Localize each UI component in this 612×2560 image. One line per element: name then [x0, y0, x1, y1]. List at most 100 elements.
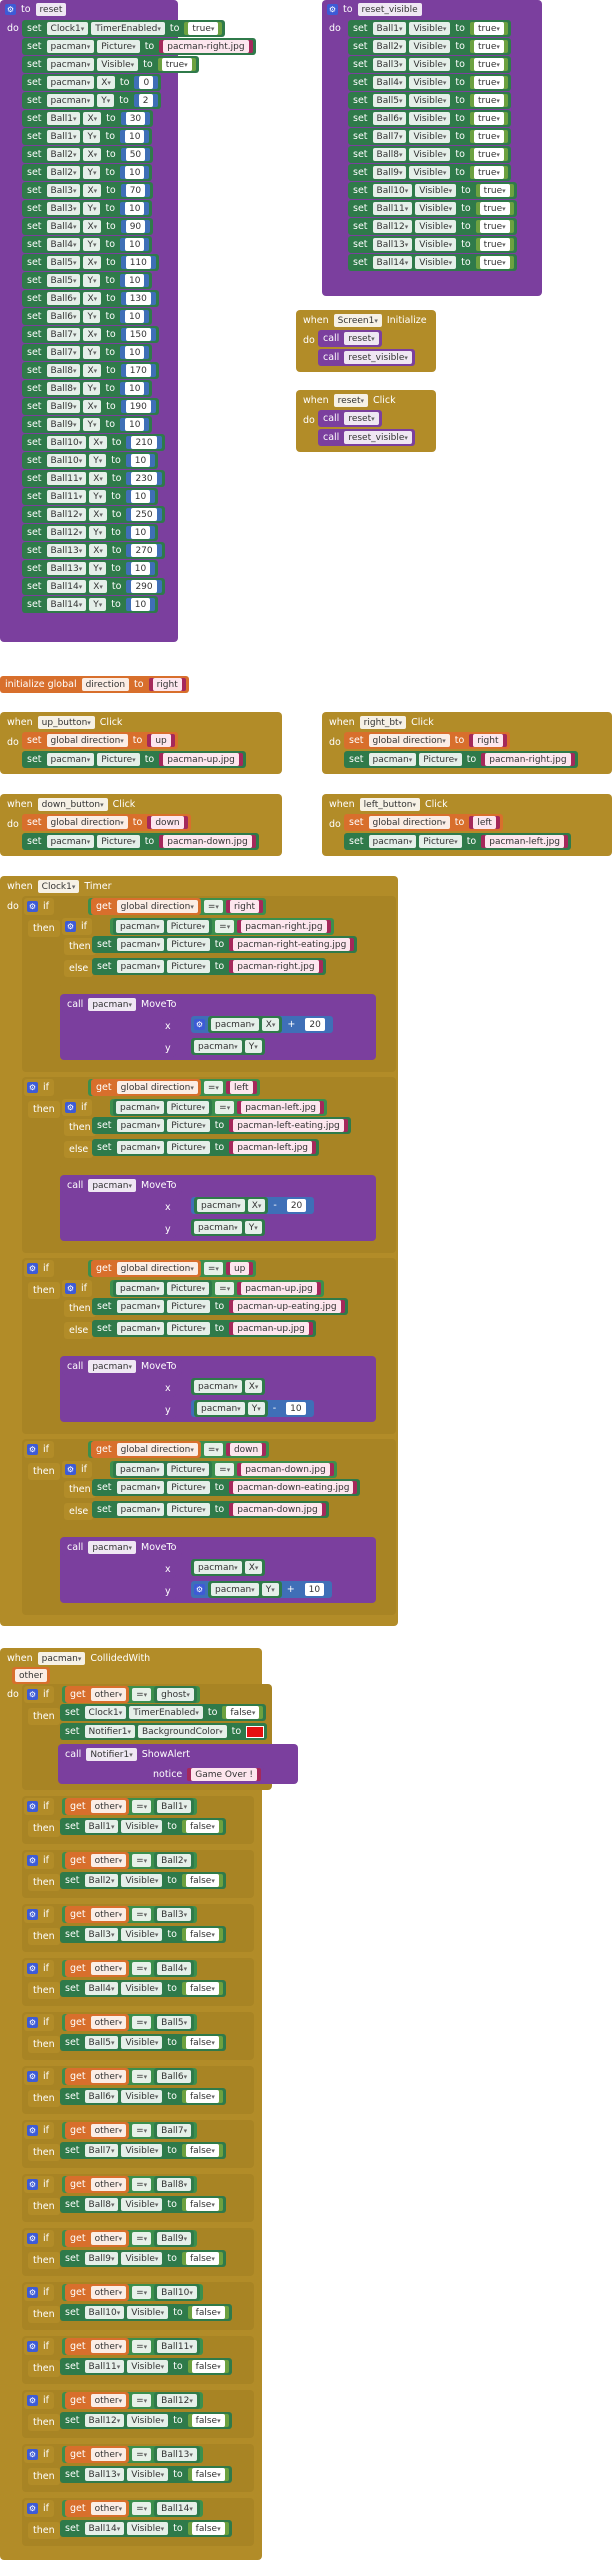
- component-selector[interactable]: Ball2: [157, 1854, 192, 1867]
- property-selector[interactable]: Picture: [419, 753, 462, 766]
- component-selector[interactable]: Ball14: [84, 2522, 125, 2535]
- then-label[interactable]: then: [28, 2468, 60, 2485]
- call-showalert-header[interactable]: callNotifier1ShowAlert: [60, 1746, 195, 1763]
- gear-icon[interactable]: ⚙: [5, 4, 16, 15]
- string-value[interactable]: pacman-right.jpg: [485, 753, 571, 766]
- boolean-block[interactable]: false: [181, 1928, 223, 1941]
- string-value[interactable]: down: [229, 1443, 263, 1456]
- then-label[interactable]: then: [28, 2522, 60, 2539]
- property-selector[interactable]: Picture: [419, 835, 462, 848]
- set-block[interactable]: setpacmanPicturetopacman-right.jpg: [344, 751, 578, 768]
- property-selector[interactable]: Y: [89, 598, 107, 611]
- number-block[interactable]: 10: [120, 130, 150, 143]
- component-selector[interactable]: Ball2: [372, 40, 407, 53]
- number-value[interactable]: 10: [125, 346, 145, 359]
- component-selector[interactable]: Ball6: [372, 112, 407, 125]
- variable-selector[interactable]: other: [90, 2394, 127, 2407]
- component-selector[interactable]: Ball13: [372, 238, 413, 251]
- gear-icon[interactable]: ⚙: [27, 2287, 38, 2298]
- compare-operator[interactable]: =: [132, 2070, 152, 2083]
- boolean-value[interactable]: true: [473, 40, 504, 53]
- set-block[interactable]: setBall4Yto10: [22, 236, 153, 253]
- procedure-selector[interactable]: reset: [344, 332, 379, 345]
- component-selector[interactable]: pacman: [46, 76, 95, 89]
- if-label[interactable]: ⚙if: [24, 2446, 54, 2463]
- do-label[interactable]: do: [324, 20, 346, 37]
- if-label[interactable]: ⚙if: [24, 1960, 54, 1977]
- component-selector[interactable]: pacman: [116, 1322, 165, 1335]
- compare-operator[interactable]: =: [132, 1854, 152, 1867]
- component-selector[interactable]: pacman: [116, 1481, 165, 1494]
- gear-icon[interactable]: ⚙: [27, 2395, 38, 2406]
- set-block[interactable]: setBall10Visibletotrue: [348, 182, 517, 199]
- number-block[interactable]: 10: [125, 526, 156, 539]
- x-value[interactable]: pacmanX-20: [188, 1197, 317, 1214]
- boolean-block[interactable]: false: [187, 2468, 229, 2481]
- compare-operator[interactable]: =: [132, 2124, 152, 2137]
- number-block[interactable]: 10: [120, 166, 150, 179]
- call-moveto-header[interactable]: callpacmanMoveTo: [62, 1358, 182, 1375]
- boolean-block[interactable]: true: [469, 130, 508, 143]
- then-label[interactable]: then: [28, 1928, 60, 1945]
- string-block[interactable]: pacman-right.jpg: [481, 753, 575, 766]
- property-selector[interactable]: Picture: [166, 1101, 210, 1114]
- number-value[interactable]: 90: [125, 220, 146, 233]
- set-block[interactable]: setBall9Visibletofalse: [60, 2250, 226, 2267]
- x-socket[interactable]: x: [160, 1380, 176, 1397]
- boolean-block[interactable]: true: [469, 40, 508, 53]
- number-value[interactable]: 10: [130, 526, 151, 539]
- component-selector[interactable]: right_bt: [359, 716, 407, 729]
- set-block[interactable]: setBall1Yto10: [22, 128, 153, 145]
- property-selector[interactable]: Y: [89, 490, 107, 503]
- component-selector[interactable]: Clock1: [84, 1706, 127, 1719]
- if-label[interactable]: ⚙if: [24, 1441, 54, 1458]
- boolean-value[interactable]: true: [479, 220, 510, 233]
- component-block[interactable]: Ball9: [154, 2230, 195, 2247]
- boolean-value[interactable]: true: [473, 58, 504, 71]
- property-selector[interactable]: Picture: [167, 1300, 210, 1313]
- number-value[interactable]: 10: [130, 598, 151, 611]
- set-block[interactable]: setBall9Yto10: [22, 416, 153, 433]
- then-label[interactable]: then: [28, 920, 60, 937]
- property-selector[interactable]: Visible: [409, 22, 451, 35]
- set-block[interactable]: setBall5Yto10: [22, 272, 153, 289]
- variable-selector[interactable]: other: [90, 2340, 127, 2353]
- boolean-value[interactable]: false: [185, 2198, 219, 2211]
- compare-block[interactable]: pacmanPicture=pacman-right.jpg: [110, 918, 334, 935]
- variable-selector[interactable]: other: [90, 2286, 127, 2299]
- component-getter[interactable]: pacmanX: [191, 1378, 266, 1395]
- compare-operator[interactable]: =: [215, 920, 235, 933]
- number-block[interactable]: 10: [120, 382, 150, 395]
- component-selector[interactable]: pacman: [46, 835, 95, 848]
- compare-operator[interactable]: =: [215, 1101, 235, 1114]
- boolean-block[interactable]: false: [187, 2522, 229, 2535]
- number-value[interactable]: 10: [286, 1402, 306, 1415]
- component-selector[interactable]: Ball7: [46, 346, 81, 359]
- component-selector[interactable]: Ball13: [46, 562, 87, 575]
- component-selector[interactable]: Ball6: [46, 310, 81, 323]
- number-value[interactable]: 10: [125, 418, 145, 431]
- set-block[interactable]: setBall3Visibletotrue: [348, 56, 511, 73]
- component-selector[interactable]: Ball3: [46, 184, 81, 197]
- gear-icon[interactable]: ⚙: [27, 2449, 38, 2460]
- component-selector[interactable]: Ball10: [46, 454, 87, 467]
- procedure-selector[interactable]: reset_visible: [344, 431, 412, 444]
- string-value[interactable]: pacman-right-eating.jpg: [233, 938, 351, 951]
- x-socket[interactable]: x: [160, 1561, 176, 1578]
- component-selector[interactable]: Ball8: [46, 364, 81, 377]
- math-block[interactable]: ⚙pacmanY+10: [191, 1581, 333, 1598]
- number-value[interactable]: 190: [125, 400, 151, 413]
- else-label[interactable]: else: [64, 1503, 94, 1520]
- if-label[interactable]: ⚙if: [24, 2122, 54, 2139]
- property-selector[interactable]: X: [83, 292, 102, 305]
- number-block[interactable]: 50: [120, 148, 151, 161]
- if-label[interactable]: ⚙if: [24, 1686, 54, 1703]
